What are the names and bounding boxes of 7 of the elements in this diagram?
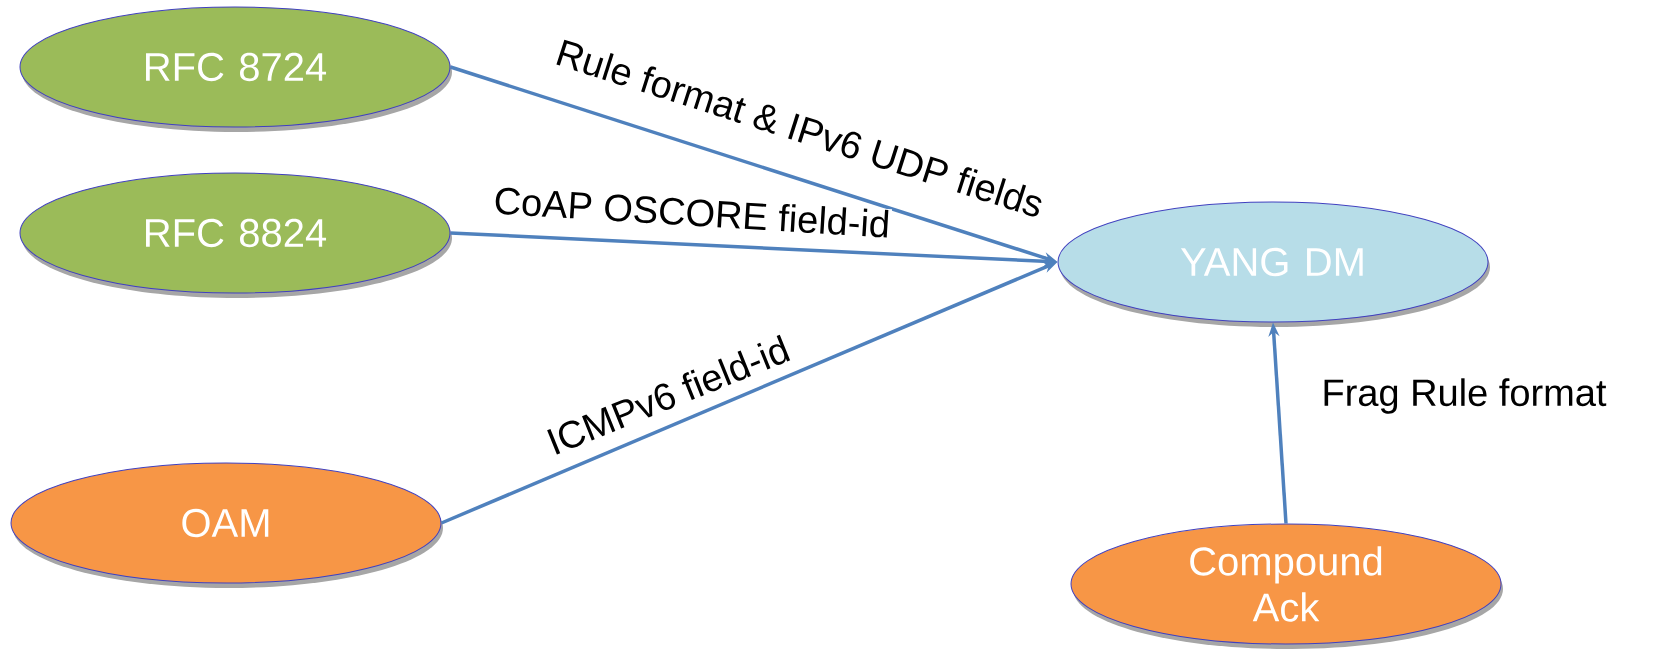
ellipse-node: OAM bbox=[10, 462, 443, 588]
edge-label: CoAP OSCORE field-id bbox=[491, 184, 893, 240]
edge-label: Frag Rule format bbox=[1320, 377, 1608, 415]
ellipse-node: RFC 8724 bbox=[19, 6, 452, 132]
ellipse-node: YANG DM bbox=[1057, 201, 1490, 327]
ellipse-node: RFC 8824 bbox=[19, 172, 452, 298]
ellipse-node: Compound Ack bbox=[1070, 523, 1503, 649]
